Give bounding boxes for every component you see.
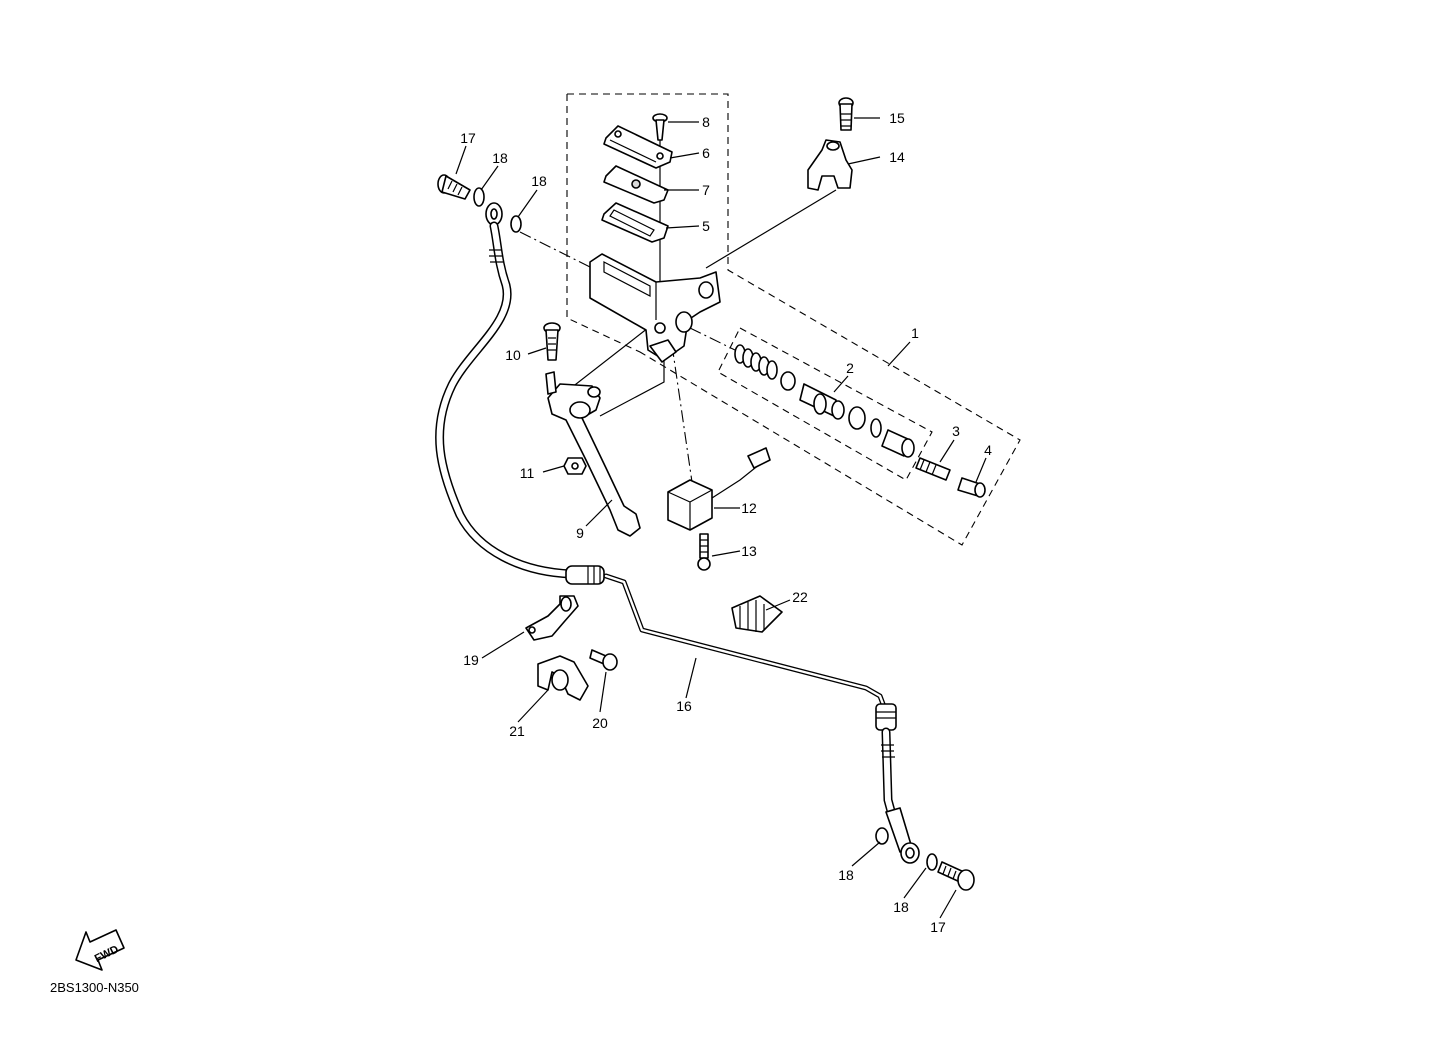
- clamp-21: [537, 655, 589, 701]
- callout-13: 13: [741, 543, 757, 559]
- washer-18-upper-a: [473, 187, 485, 207]
- callout-2: 2: [846, 360, 854, 376]
- callout-14: 14: [889, 149, 905, 165]
- callout-8: 8: [702, 114, 710, 130]
- screw-13: [697, 533, 711, 571]
- master-cylinder-body-1: [589, 253, 721, 363]
- callout-18-lower-a: 18: [838, 867, 854, 883]
- plate-7: [603, 165, 669, 204]
- diaphragm-5: [601, 202, 669, 243]
- bolt-15: [838, 97, 854, 131]
- union-bolt-17-upper: [437, 174, 471, 200]
- push-rod-3: [915, 457, 951, 481]
- diagram-code: 2BS1300-N350: [50, 980, 139, 995]
- callout-19: 19: [463, 652, 479, 668]
- leader-lines: [455, 117, 987, 919]
- washer-18-upper-b: [510, 215, 522, 233]
- guide-line-piston: [689, 327, 736, 351]
- guide-line-hose-body: [519, 231, 593, 269]
- washer-18-lower-b: [926, 853, 938, 871]
- guide-line-switch: [671, 344, 693, 483]
- callout-16: 16: [676, 698, 692, 714]
- clutch-switch-12: [667, 447, 771, 531]
- callout-1: 1: [911, 325, 919, 341]
- callout-15: 15: [889, 110, 905, 126]
- bolt-10: [543, 322, 561, 361]
- callout-4: 4: [984, 442, 992, 458]
- callout-22: 22: [792, 589, 808, 605]
- reservoir-cap-6: [603, 125, 673, 169]
- clamp-19: [525, 595, 579, 641]
- callout-18-upper-a: 18: [492, 150, 508, 166]
- assembly-outline-2: [717, 327, 933, 481]
- callout-3: 3: [952, 423, 960, 439]
- callout-18-upper-b: 18: [531, 173, 547, 189]
- callout-17-upper: 17: [460, 130, 476, 146]
- hose-banjo-lower: [900, 842, 920, 864]
- callout-17-lower: 17: [930, 919, 946, 935]
- union-bolt-17-lower: [937, 861, 975, 891]
- callout-20: 20: [592, 715, 608, 731]
- callout-21: 21: [509, 723, 525, 739]
- hose-guide-22: [731, 595, 783, 633]
- washer-18-lower-a: [875, 827, 889, 845]
- boot-4: [957, 477, 986, 498]
- callout-11: 11: [520, 465, 535, 481]
- assembly-outline-1: [566, 93, 1021, 546]
- callout-5: 5: [702, 218, 710, 234]
- callout-9: 9: [576, 525, 584, 541]
- holder-14: [807, 139, 853, 191]
- callout-12: 12: [741, 500, 757, 516]
- callout-18-lower-b: 18: [893, 899, 909, 915]
- callout-6: 6: [702, 145, 710, 161]
- screw-8: [652, 113, 668, 141]
- bolt-20: [589, 649, 618, 671]
- callout-10: 10: [505, 347, 521, 363]
- guide-line-bracket-body: [705, 189, 837, 269]
- piston-kit-2: [734, 344, 915, 458]
- fwd-arrow-icon: FWD: [75, 929, 125, 971]
- nut-11: [563, 457, 587, 475]
- lever-9: [545, 371, 641, 537]
- guide-line-lever-body: [561, 327, 649, 396]
- guide-line-lever-pivot: [599, 360, 665, 417]
- callout-7: 7: [702, 182, 710, 198]
